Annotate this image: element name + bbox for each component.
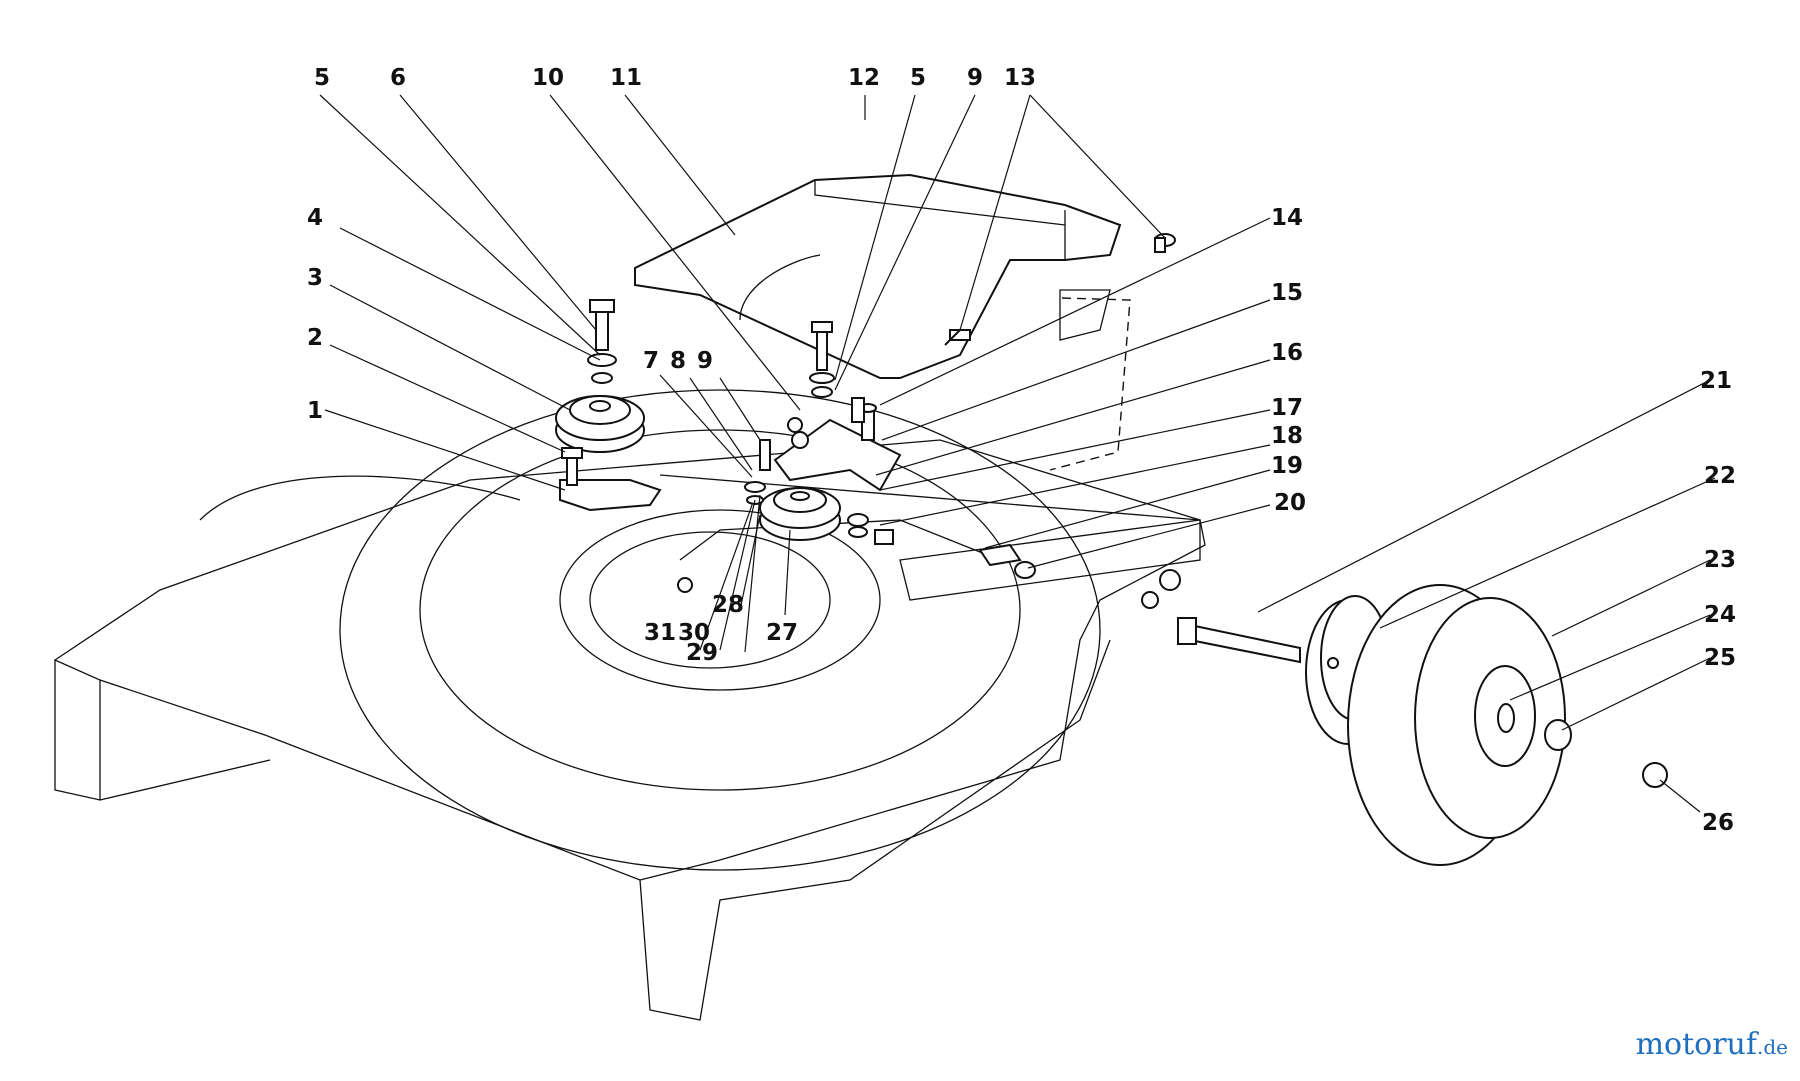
callout-26: 26 [1702,810,1734,836]
callout-10: 10 [532,65,564,91]
callout-16: 16 [1271,340,1303,366]
callout-23: 23 [1704,547,1736,573]
mower-deck [54,389,1206,1021]
callout-5: 5 [314,65,330,91]
callout-30: 30 [678,620,710,646]
callout-28: 28 [712,592,744,618]
callout-2: 2 [307,325,323,351]
callout-19: 19 [1271,453,1303,479]
callout-18: 18 [1271,423,1303,449]
callout-24: 24 [1704,602,1736,628]
callout-22: 22 [1704,463,1736,489]
callout-20: 20 [1274,490,1306,516]
callout-12: 12 [848,65,880,91]
callout-9b: 9 [967,65,983,91]
callout-25: 25 [1704,645,1736,671]
callout-labels: 1 2 3 4 5 6 7 8 9 10 11 12 5 9 13 14 15 … [307,65,1736,836]
callout-11: 11 [610,65,642,91]
callout-27: 27 [766,620,798,646]
wheel-assembly [1177,584,1668,866]
callout-21: 21 [1700,368,1732,394]
callout-9: 9 [697,348,713,374]
callout-17: 17 [1271,395,1303,421]
callout-3: 3 [307,265,323,291]
left-pulley-assembly [555,299,662,512]
watermark-suffix: .de [1757,1035,1788,1059]
callout-6: 6 [390,65,406,91]
watermark-main: motoruf [1635,1027,1757,1062]
callout-13: 13 [1004,65,1036,91]
top-cover [634,173,1131,471]
callout-15: 15 [1271,280,1303,306]
watermark-logo: motoruf.de [1636,1027,1788,1062]
leader-lines [319,94,1716,813]
callout-5b: 5 [910,65,926,91]
callout-29: 29 [686,640,718,666]
callout-4: 4 [307,205,323,231]
callout-1: 1 [307,398,323,424]
callout-8: 8 [670,348,686,374]
callout-31: 31 [644,620,676,646]
callout-14: 14 [1271,205,1303,231]
callout-7: 7 [643,348,659,374]
center-pulley-assembly [744,233,1176,579]
